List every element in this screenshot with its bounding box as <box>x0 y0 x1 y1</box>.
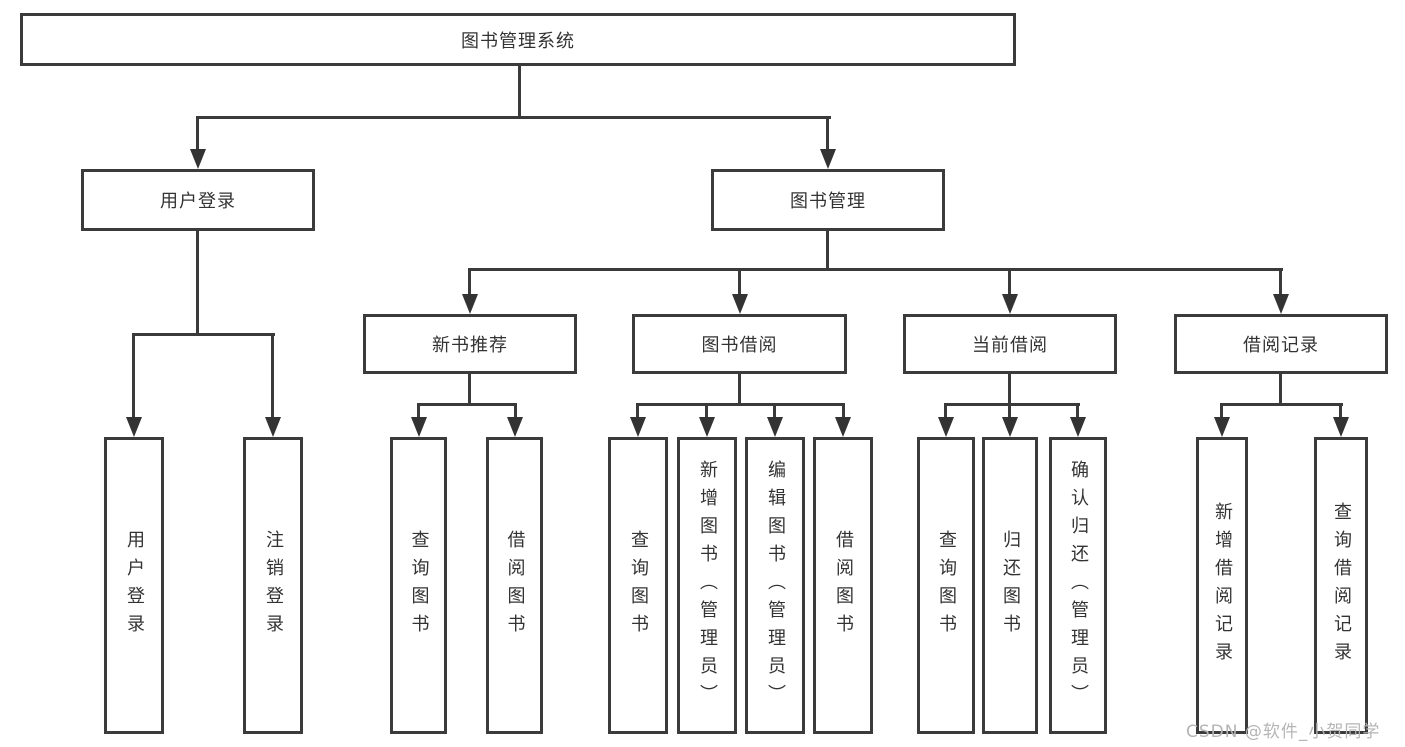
connector-line <box>705 403 708 421</box>
arrow-down-icon <box>190 149 206 169</box>
leaf-rec-borrow-books: 借阅图书 <box>486 437 543 734</box>
arrow-down-icon <box>462 294 478 314</box>
leaf-confirm-return-admin: 确认归还（管理员） <box>1049 437 1107 734</box>
node-book-management: 图书管理 <box>711 169 945 231</box>
arrow-down-icon <box>767 417 783 437</box>
connector-line <box>1339 403 1342 421</box>
connector-line <box>468 374 471 406</box>
leaf-borrow-query-books: 查询图书 <box>608 437 668 734</box>
connector-line <box>132 333 275 336</box>
leaf-add-book-admin: 新增图书（管理员） <box>677 437 737 734</box>
connector-line <box>773 403 776 421</box>
connector-line <box>1220 403 1343 406</box>
leaf-cur-query-books: 查询图书 <box>917 437 975 734</box>
arrow-down-icon <box>1214 417 1230 437</box>
arrow-down-icon <box>938 417 954 437</box>
node-borrow-records: 借阅记录 <box>1174 314 1388 374</box>
connector-line <box>636 403 639 421</box>
arrow-down-icon <box>411 417 427 437</box>
leaf-edit-book-admin: 编辑图书（管理员） <box>745 437 805 734</box>
leaf-borrow-borrow-books: 借阅图书 <box>813 437 873 734</box>
connector-line <box>1008 374 1011 406</box>
arrow-down-icon <box>265 417 281 437</box>
connector-line <box>196 231 199 336</box>
connector-line <box>468 268 1283 271</box>
connector-line <box>738 268 741 298</box>
leaf-user-login: 用户登录 <box>104 437 164 734</box>
arrow-down-icon <box>1002 417 1018 437</box>
arrow-down-icon <box>126 417 142 437</box>
csdn-watermark: CSDN @软件_小贺同学 <box>1186 722 1381 742</box>
connector-line <box>196 116 199 152</box>
connector-line <box>944 403 1080 406</box>
arrow-down-icon <box>1070 417 1086 437</box>
connector-line <box>826 231 829 271</box>
connector-line <box>1220 403 1223 421</box>
connector-line <box>417 403 517 406</box>
arrow-down-icon <box>732 294 748 314</box>
leaf-rec-query-books: 查询图书 <box>390 437 447 734</box>
connector-line <box>1008 403 1011 421</box>
leaf-logout-login: 注销登录 <box>243 437 303 734</box>
leaf-query-borrow-record: 查询借阅记录 <box>1314 437 1368 734</box>
connector-line <box>417 403 420 421</box>
node-user-login: 用户登录 <box>81 169 315 231</box>
leaf-add-borrow-record: 新增借阅记录 <box>1196 437 1248 734</box>
node-current-borrow: 当前借阅 <box>903 314 1117 374</box>
connector-line <box>1008 268 1011 298</box>
connector-line <box>842 403 845 421</box>
connector-line <box>738 374 741 406</box>
connector-line <box>1076 403 1079 421</box>
leaf-return-books: 归还图书 <box>982 437 1038 734</box>
connector-line <box>944 403 947 421</box>
arrow-down-icon <box>699 417 715 437</box>
connector-line <box>271 333 274 421</box>
arrow-down-icon <box>1002 294 1018 314</box>
arrow-down-icon <box>1333 417 1349 437</box>
node-book-borrow: 图书借阅 <box>632 314 847 374</box>
connector-line <box>636 403 845 406</box>
arrow-down-icon <box>507 417 523 437</box>
connector-line <box>514 403 517 421</box>
node-library-system: 图书管理系统 <box>20 13 1016 66</box>
node-new-book-recommend: 新书推荐 <box>363 314 577 374</box>
connector-line <box>132 333 135 421</box>
arrow-down-icon <box>820 149 836 169</box>
connector-line <box>518 66 521 118</box>
connector-line <box>196 116 831 119</box>
arrow-down-icon <box>630 417 646 437</box>
arrow-down-icon <box>1273 294 1289 314</box>
connector-line <box>1279 374 1282 406</box>
connector-line <box>826 116 829 152</box>
connector-line <box>468 268 471 298</box>
arrow-down-icon <box>835 417 851 437</box>
connector-line <box>1279 268 1282 298</box>
